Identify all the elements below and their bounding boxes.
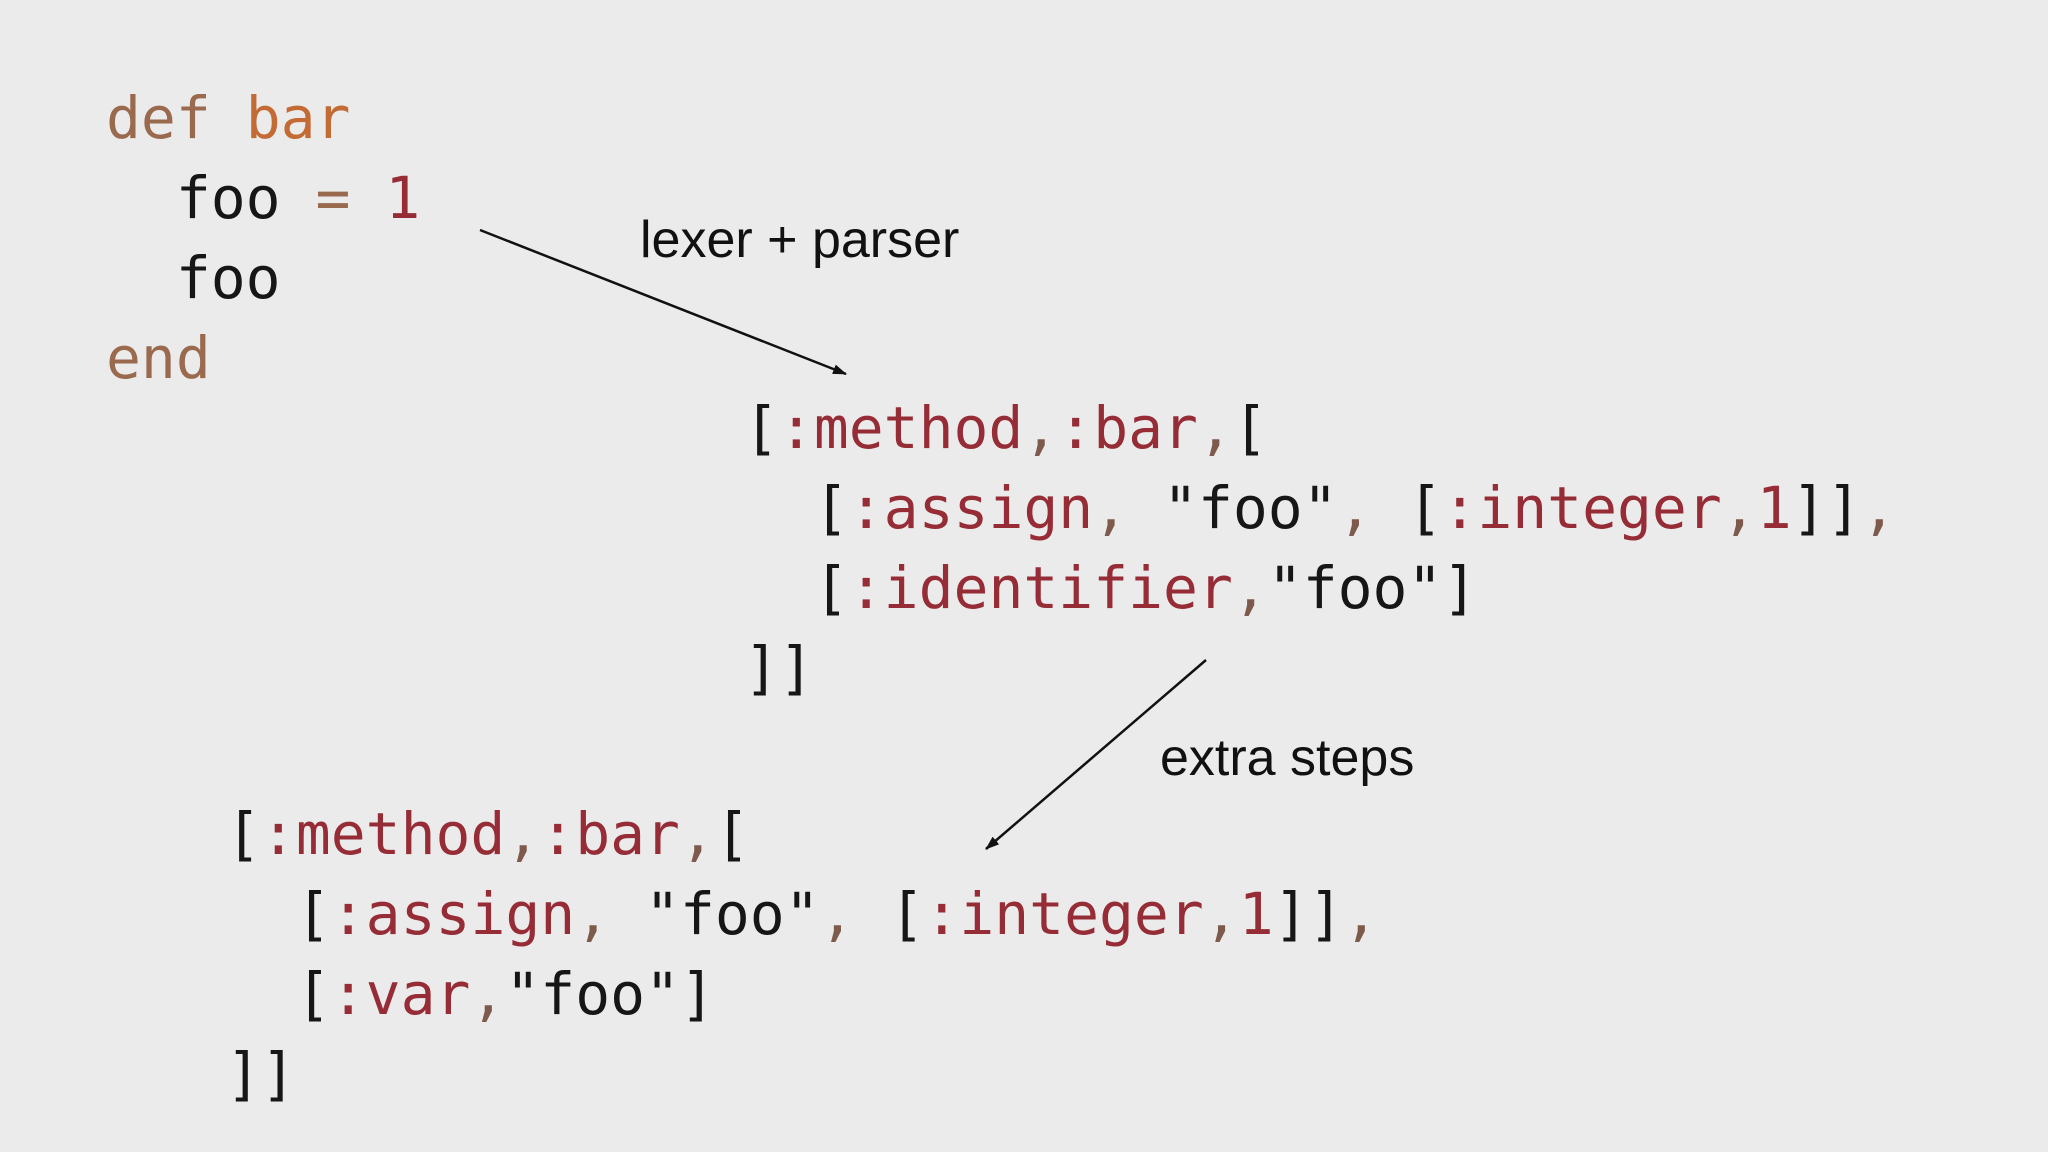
comma: ,: [1337, 474, 1373, 542]
symbol-integer: :integer: [1442, 474, 1722, 542]
identifier-variable: foo: [175, 244, 281, 312]
label-extra-steps: extra steps: [1160, 729, 1415, 787]
comma: ,: [1093, 474, 1129, 542]
comma: ,: [679, 800, 715, 868]
symbol-bar: :bar: [1058, 394, 1198, 462]
bracket: [: [744, 394, 779, 462]
symbol-method: :method: [260, 800, 506, 868]
comma: ,: [819, 880, 855, 948]
string-foo: "foo": [1163, 474, 1338, 542]
symbol-var: :var: [330, 960, 471, 1028]
comma: ,: [1861, 474, 1897, 542]
symbol-assign: :assign: [848, 474, 1094, 542]
bracket: [: [295, 960, 331, 1028]
string-foo: "foo": [1267, 554, 1443, 622]
ast-transformed: [:method,:bar,[ [:assign, "foo", [:integ…: [226, 794, 1378, 1114]
bracket: [: [714, 800, 750, 868]
comma: ,: [1721, 474, 1757, 542]
arrow-lexer-parser: [479, 228, 847, 376]
bracket: [: [1232, 394, 1268, 462]
method-name: bar: [245, 84, 351, 152]
keyword-def: def: [106, 84, 211, 152]
bracket: [: [813, 554, 849, 622]
comma: ,: [575, 880, 611, 948]
bracket: [: [295, 880, 331, 948]
comma: ,: [505, 800, 541, 868]
integer-value: 1: [1238, 880, 1274, 948]
comma: ,: [1343, 880, 1379, 948]
string-foo: "foo": [505, 960, 680, 1028]
symbol-assign: :assign: [330, 880, 576, 948]
bracket: ]: [1442, 554, 1478, 622]
bracket: ]]: [1273, 880, 1344, 948]
symbol-integer: :integer: [924, 880, 1204, 948]
comma: ,: [1203, 880, 1239, 948]
keyword-end: end: [106, 324, 211, 392]
source-code: def bar foo = 1 foo end: [106, 78, 420, 398]
label-lexer-parser: lexer + parser: [640, 211, 960, 269]
arrow-extra-steps: [985, 659, 1207, 850]
assign-variable: foo: [175, 164, 281, 232]
bracket: ]: [679, 960, 715, 1028]
integer-value: 1: [1756, 474, 1792, 542]
string-foo: "foo": [645, 880, 820, 948]
closing-brackets: ]]: [226, 1040, 296, 1108]
bracket: [: [226, 800, 261, 868]
comma: ,: [1232, 554, 1268, 622]
symbol-identifier: :identifier: [848, 554, 1233, 622]
bracket: [: [1407, 474, 1443, 542]
ast-parsed: [:method,:bar,[ [:assign, "foo", [:integ…: [744, 388, 1896, 708]
closing-brackets: ]]: [744, 634, 814, 702]
symbol-bar: :bar: [540, 800, 680, 868]
assign-value: 1: [385, 164, 421, 232]
symbol-method: :method: [778, 394, 1024, 462]
bracket: [: [813, 474, 849, 542]
bracket: [: [889, 880, 925, 948]
comma: ,: [1197, 394, 1233, 462]
assign-operator: =: [315, 164, 351, 232]
comma: ,: [1023, 394, 1059, 462]
comma: ,: [470, 960, 506, 1028]
bracket: ]]: [1791, 474, 1862, 542]
